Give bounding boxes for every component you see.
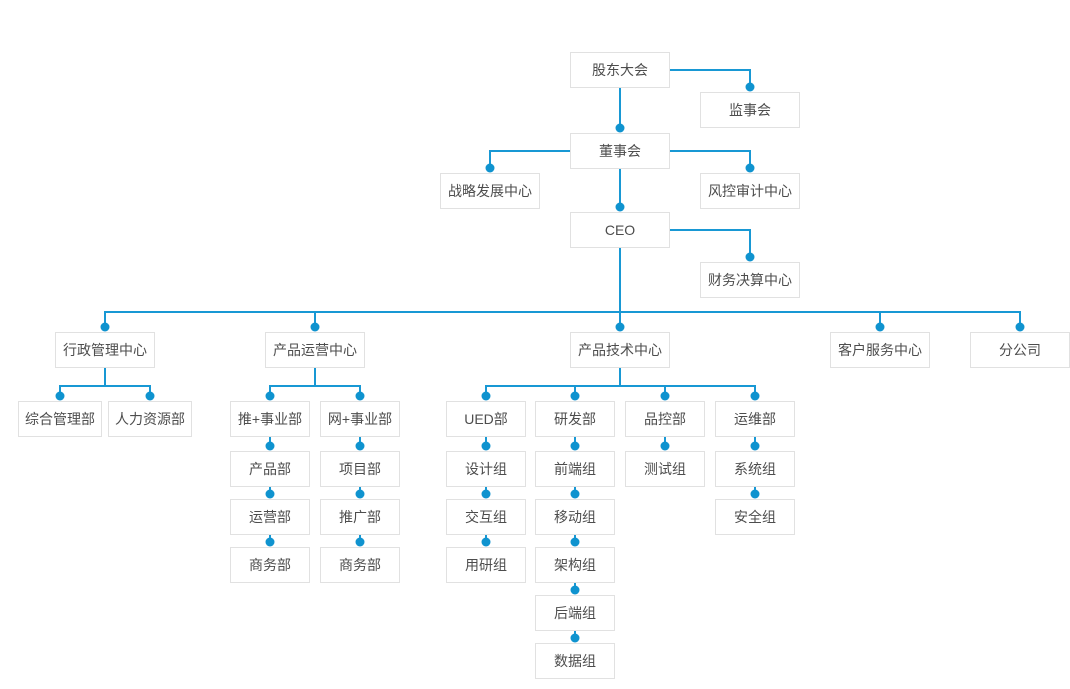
connector-line (59, 385, 151, 400)
connector-line (670, 69, 751, 91)
connector-dot (265, 441, 275, 451)
node-risk-audit-center[interactable]: 风控审计中心 (700, 173, 800, 209)
connector-dot (745, 252, 755, 262)
connector-line (670, 229, 751, 261)
connector-dot (615, 123, 625, 133)
connector-dot (481, 391, 491, 401)
node-general-management-dept[interactable]: 综合管理部 (18, 401, 102, 437)
node-supervisory-board[interactable]: 监事会 (700, 92, 800, 128)
connector-dot (660, 391, 670, 401)
connector-dot (100, 322, 110, 332)
node-quality-control-dept[interactable]: 品控部 (625, 401, 705, 437)
connector-line (269, 385, 361, 400)
node-tui-plus-business-dept[interactable]: 推+事业部 (230, 401, 310, 437)
connector-dot (570, 441, 580, 451)
node-product-operations-center[interactable]: 产品运营中心 (265, 332, 365, 368)
connector-dot (481, 537, 491, 547)
node-ceo[interactable]: CEO (570, 212, 670, 248)
node-backend-group[interactable]: 后端组 (535, 595, 615, 631)
node-ued-dept[interactable]: UED部 (446, 401, 526, 437)
connector-dot (355, 391, 365, 401)
connector-dot (615, 202, 625, 212)
connector-dot (355, 489, 365, 499)
node-user-research-group[interactable]: 用研组 (446, 547, 526, 583)
connector-dot (570, 633, 580, 643)
node-strategy-development-center[interactable]: 战略发展中心 (440, 173, 540, 209)
connector-dot (660, 441, 670, 451)
connector-dot (355, 537, 365, 547)
connector-dot (265, 391, 275, 401)
connector-dot (570, 585, 580, 595)
connector-dot (145, 391, 155, 401)
node-admin-management-center[interactable]: 行政管理中心 (55, 332, 155, 368)
connector-dot (615, 322, 625, 332)
node-promotion-dept[interactable]: 推广部 (320, 499, 400, 535)
connector-dot (481, 489, 491, 499)
connector-line (104, 311, 1021, 331)
connector-dot (750, 441, 760, 451)
node-design-group[interactable]: 设计组 (446, 451, 526, 487)
node-data-group[interactable]: 数据组 (535, 643, 615, 679)
connector-dot (875, 322, 885, 332)
node-business-dept-2[interactable]: 商务部 (320, 547, 400, 583)
node-architecture-group[interactable]: 架构组 (535, 547, 615, 583)
node-interaction-group[interactable]: 交互组 (446, 499, 526, 535)
connector-dot (750, 489, 760, 499)
connector-dot (570, 537, 580, 547)
connector-dot (265, 489, 275, 499)
connector-dot (310, 322, 320, 332)
connector-line (670, 150, 751, 172)
connector-dot (570, 391, 580, 401)
node-product-dept[interactable]: 产品部 (230, 451, 310, 487)
node-customer-service-center[interactable]: 客户服务中心 (830, 332, 930, 368)
connector-dot (485, 163, 495, 173)
connector-dot (750, 391, 760, 401)
node-wang-plus-business-dept[interactable]: 网+事业部 (320, 401, 400, 437)
connector-dot (745, 163, 755, 173)
node-frontend-group[interactable]: 前端组 (535, 451, 615, 487)
node-rd-dept[interactable]: 研发部 (535, 401, 615, 437)
connector-dot (745, 82, 755, 92)
node-finance-settlement-center[interactable]: 财务决算中心 (700, 262, 800, 298)
node-shareholders-meeting[interactable]: 股东大会 (570, 52, 670, 88)
connector-line (489, 150, 570, 172)
connector-dot (265, 537, 275, 547)
node-hr-dept[interactable]: 人力资源部 (108, 401, 192, 437)
connector-dot (355, 441, 365, 451)
node-security-group[interactable]: 安全组 (715, 499, 795, 535)
node-testing-group[interactable]: 测试组 (625, 451, 705, 487)
node-branch-company[interactable]: 分公司 (970, 332, 1070, 368)
node-operations-dept[interactable]: 运营部 (230, 499, 310, 535)
node-operations-maintenance-dept[interactable]: 运维部 (715, 401, 795, 437)
connector-dot (481, 441, 491, 451)
node-board-of-directors[interactable]: 董事会 (570, 133, 670, 169)
node-system-group[interactable]: 系统组 (715, 451, 795, 487)
connector-line (485, 385, 756, 400)
node-product-technology-center[interactable]: 产品技术中心 (570, 332, 670, 368)
node-project-dept[interactable]: 项目部 (320, 451, 400, 487)
connector-dot (55, 391, 65, 401)
connector-dot (570, 489, 580, 499)
node-business-dept-1[interactable]: 商务部 (230, 547, 310, 583)
node-mobile-group[interactable]: 移动组 (535, 499, 615, 535)
connector-dot (1015, 322, 1025, 332)
